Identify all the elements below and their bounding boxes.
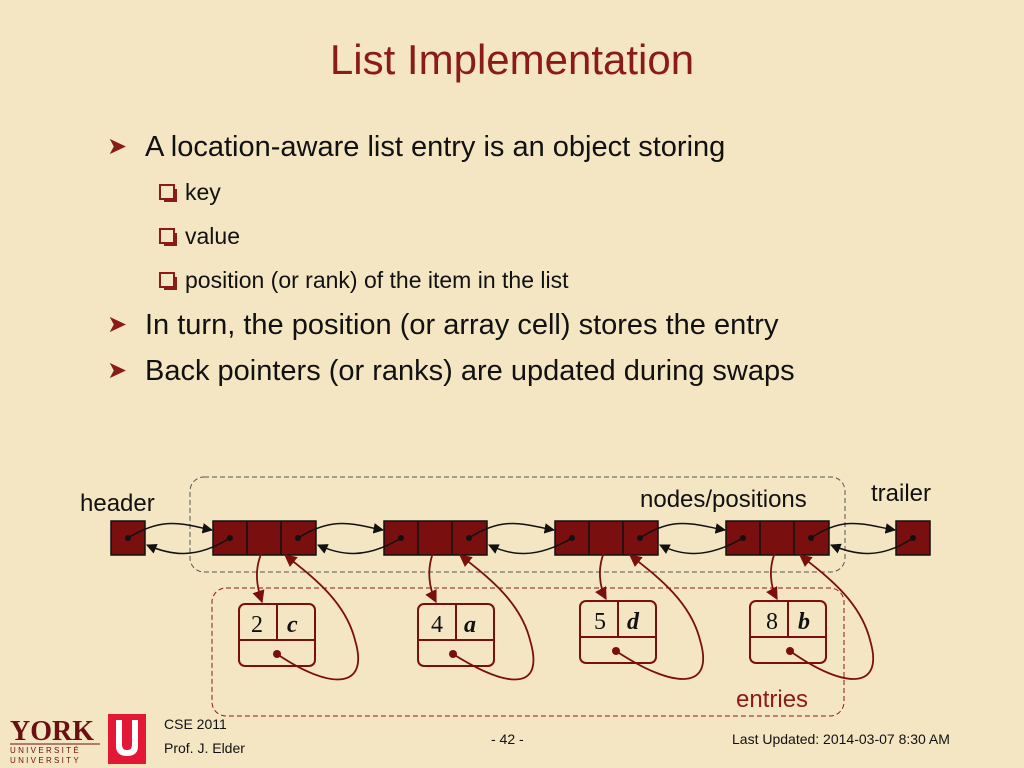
arrow-bullet-icon: ➤ xyxy=(107,133,128,160)
bullet-1: ➤ A location-aware list entry is an obje… xyxy=(105,124,985,170)
bullet-3-text: Back pointers (or ranks) are updated dur… xyxy=(145,355,795,387)
sub-bullet-position: position (or rank) of the item in the li… xyxy=(105,258,985,302)
footer-page-number: - 42 - xyxy=(491,731,524,747)
entries-label: entries xyxy=(736,686,808,713)
sub-bullet-3-text: position (or rank) of the item in the li… xyxy=(185,267,569,293)
sub-bullet-1-text: key xyxy=(185,179,221,205)
entry-box: 2 c xyxy=(238,603,316,667)
arrow-bullet-icon: ➤ xyxy=(107,357,128,384)
entry-value: a xyxy=(464,612,476,638)
bullet-2: ➤ In turn, the position (or array cell) … xyxy=(105,302,985,348)
slide-title: List Implementation xyxy=(329,36,695,83)
arrow-bullet-icon: ➤ xyxy=(107,311,128,338)
position-node xyxy=(725,520,830,556)
logo-text: YORK xyxy=(10,716,94,747)
checkbox-bullet-icon xyxy=(159,228,177,246)
entry-key: 8 xyxy=(766,609,778,635)
entry-value: b xyxy=(798,609,810,635)
entry-box: 5 d xyxy=(579,600,657,664)
entry-value: c xyxy=(287,612,298,638)
position-node xyxy=(212,520,317,556)
footer-last-updated: Last Updated: 2014-03-07 8:30 AM xyxy=(732,731,950,747)
position-node xyxy=(554,520,659,556)
sub-bullet-key: key xyxy=(105,170,985,214)
bullet-3: ➤ Back pointers (or ranks) are updated d… xyxy=(105,348,985,394)
header-label: header xyxy=(80,490,155,517)
entry-pointer-arrows xyxy=(252,547,875,681)
logo-sub2: UNIVERSITY xyxy=(10,756,81,765)
checkbox-bullet-icon xyxy=(159,272,177,290)
entry-box: 4 a xyxy=(417,603,495,667)
sub-bullet-2-text: value xyxy=(185,223,240,249)
york-university-logo: YORK UNIVERSITÉ UNIVERSITY xyxy=(10,714,146,765)
bullet-list: ➤ A location-aware list entry is an obje… xyxy=(105,124,985,394)
footer-author: Prof. J. Elder xyxy=(164,740,245,756)
footer-course: CSE 2011 xyxy=(164,716,227,732)
checkbox-bullet-icon xyxy=(159,184,177,202)
link-arrows xyxy=(127,522,914,555)
entry-key: 2 xyxy=(251,612,263,638)
entry-box: 8 b xyxy=(749,600,827,664)
entry-value: d xyxy=(627,609,640,635)
trailer-label: trailer xyxy=(871,480,931,507)
entries-dashed-box xyxy=(211,587,845,717)
entry-key: 4 xyxy=(431,612,443,638)
bullet-1-text: A location-aware list entry is an object… xyxy=(145,131,726,163)
nodes-label: nodes/positions xyxy=(640,486,807,513)
logo-sub1: UNIVERSITÉ xyxy=(10,746,81,755)
sub-bullet-value: value xyxy=(105,214,985,258)
position-node xyxy=(383,520,488,556)
bullet-2-text: In turn, the position (or array cell) st… xyxy=(145,309,779,341)
entry-key: 5 xyxy=(594,609,606,635)
